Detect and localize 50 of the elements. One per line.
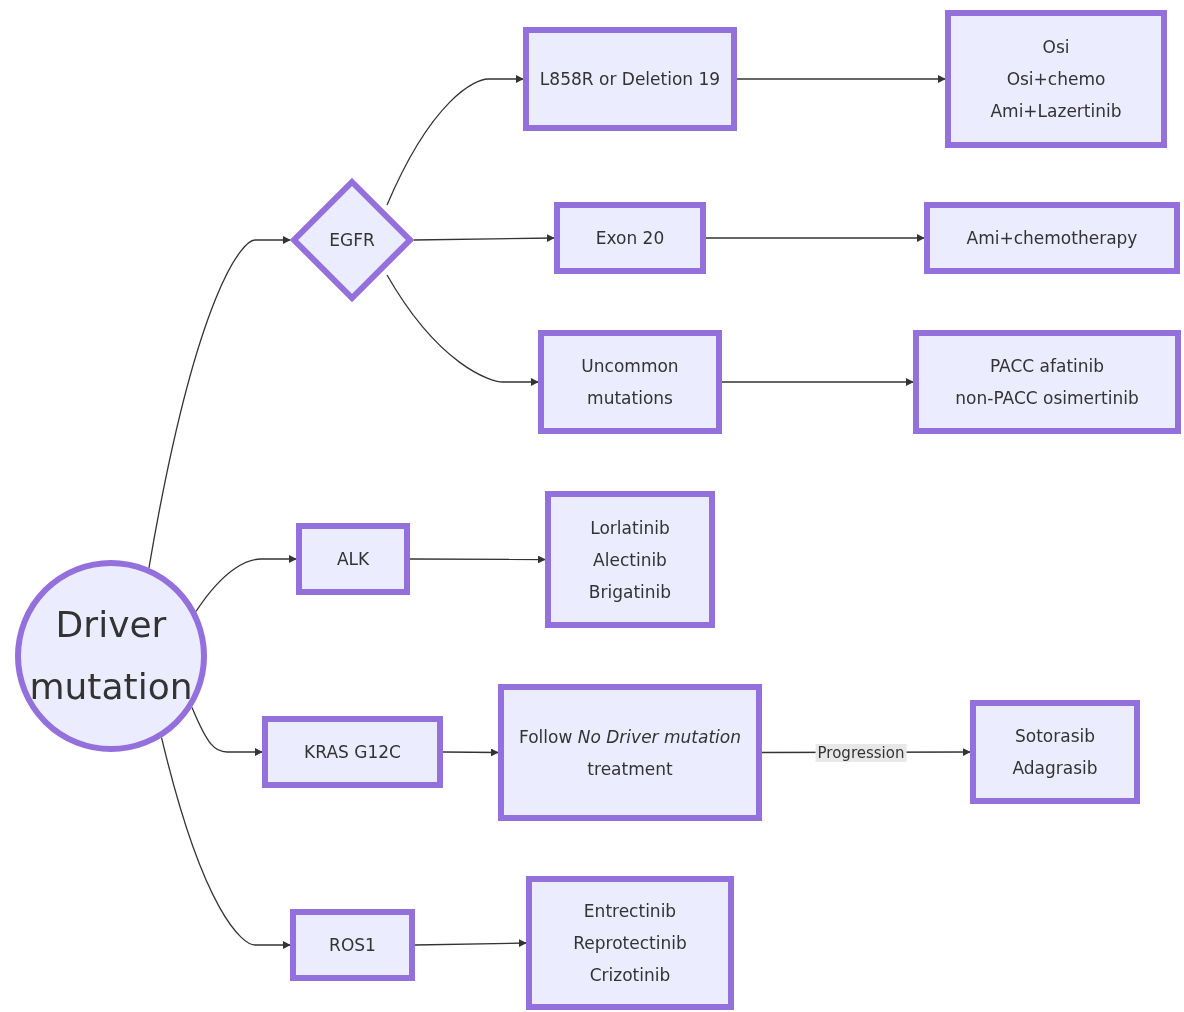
node-label: PACC afatinib <box>989 355 1105 378</box>
node-label: Reprotectinib <box>573 932 687 955</box>
node-label: Uncommon mutations <box>580 355 680 410</box>
arrow <box>736 75 946 83</box>
arrow <box>721 378 914 386</box>
node-label: Ami+chemotherapy <box>966 227 1138 250</box>
node-label: ROS1 <box>329 934 376 957</box>
arrow <box>442 748 499 757</box>
node-label: Entrectinib <box>583 900 677 923</box>
process-box <box>924 202 1180 274</box>
arrow <box>160 736 291 949</box>
process-box <box>262 716 443 788</box>
node-label: KRAS G12C <box>304 741 401 764</box>
process-box <box>545 491 715 628</box>
process-box <box>296 523 410 595</box>
arrow <box>409 555 546 564</box>
node-label: L858R or Deletion 19 <box>539 68 721 91</box>
node-label: Exon 20 <box>595 227 665 250</box>
node-label: Sotorasib <box>1014 725 1095 748</box>
arrow <box>195 555 297 613</box>
arrow <box>191 706 263 756</box>
node-label: ALK <box>336 548 370 571</box>
node-label: Brigatinib <box>588 580 672 604</box>
process-box <box>523 27 737 131</box>
node-label: Osi <box>1042 36 1070 59</box>
arrow <box>386 75 524 206</box>
process-box <box>526 876 734 1010</box>
edge-label: Progression <box>815 743 907 762</box>
node-label: Osi+chemo <box>1006 68 1106 91</box>
node-label: Alectinib <box>593 548 667 572</box>
node-label: Driver mutation <box>28 603 194 709</box>
arrow <box>705 234 925 242</box>
arrow <box>148 236 291 569</box>
process-box <box>970 700 1140 804</box>
process-box <box>538 330 722 434</box>
node-label: EGFR <box>329 229 375 252</box>
process-box <box>945 10 1167 148</box>
node-label: Adagrasib <box>1012 757 1098 780</box>
arrow <box>413 234 555 242</box>
node-label: Crizotinib <box>589 964 671 987</box>
arrow <box>386 274 539 386</box>
node-label: Follow No Driver mutation treatment <box>518 725 742 781</box>
node-label: Ami+Lazertinib <box>990 100 1122 123</box>
arrow <box>414 939 527 948</box>
process-box <box>290 909 415 981</box>
node-label: non-PACC osimertinib <box>955 387 1139 410</box>
process-box <box>913 330 1181 434</box>
process-box <box>554 202 706 274</box>
process-box <box>498 684 762 821</box>
node-label: Lorlatinib <box>590 516 670 540</box>
